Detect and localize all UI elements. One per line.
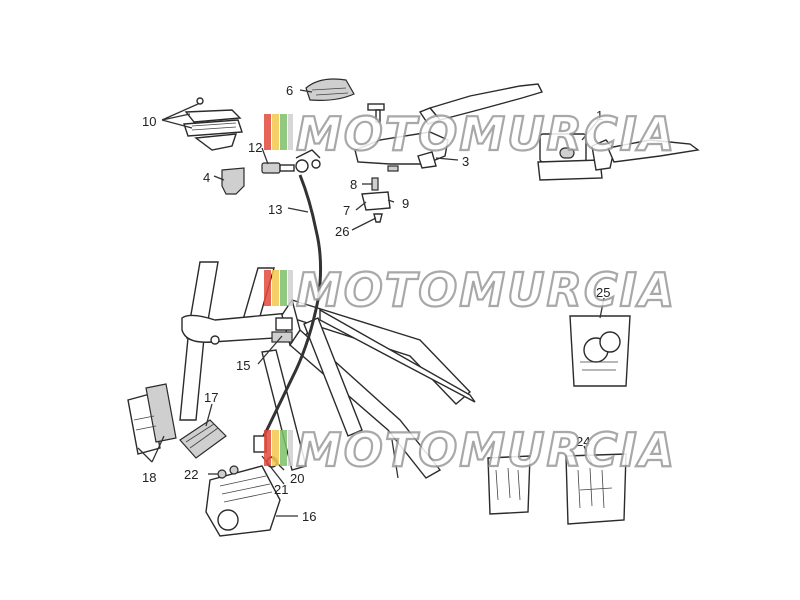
callout-25: 25 xyxy=(596,285,610,300)
lever-grip-pad xyxy=(305,78,355,101)
watermark-stripes xyxy=(264,114,293,150)
pad-spring xyxy=(179,419,227,459)
small-cap-part xyxy=(221,167,245,195)
watermark-bottom: MOTOMURCIA xyxy=(264,422,676,478)
callout-24: 24 xyxy=(576,434,590,449)
seal-kit-bag-25 xyxy=(569,315,631,387)
callout-1: 1 xyxy=(596,108,603,123)
callout-16: 16 xyxy=(302,509,316,524)
callout-6: 6 xyxy=(286,83,293,98)
reservoir-cover-parts xyxy=(183,97,243,151)
brake-pads xyxy=(127,383,177,455)
watermark-text: MOTOMURCIA xyxy=(296,107,676,161)
callout-labels: 1 3 4 6 7 8 9 10 12 13 15 16 17 18 20 21… xyxy=(142,83,610,524)
hose-guide-clamp xyxy=(271,317,293,343)
callout-3: 3 xyxy=(462,154,469,169)
watermark-stripes xyxy=(264,270,293,306)
watermark-text: MOTOMURCIA xyxy=(296,423,676,477)
callout-12: 12 xyxy=(248,140,262,155)
callout-13: 13 xyxy=(268,202,282,217)
brake-hose xyxy=(253,174,323,453)
screw-part xyxy=(217,469,227,479)
callout-9: 9 xyxy=(402,196,409,211)
callout-18: 18 xyxy=(142,470,156,485)
watermark-text: MOTOMURCIA xyxy=(296,263,676,317)
brake-caliper xyxy=(205,456,281,537)
master-cylinder-right xyxy=(537,133,700,181)
watermark-middle: MOTOMURCIA xyxy=(264,262,676,318)
seal-kit-bag-24 xyxy=(565,453,627,525)
watermark-top: MOTOMURCIA xyxy=(264,106,676,162)
callout-26: 26 xyxy=(335,224,349,239)
callout-10: 10 xyxy=(142,114,156,129)
frame-structure xyxy=(179,261,476,479)
callout-20: 20 xyxy=(290,471,304,486)
callout-17: 17 xyxy=(204,390,218,405)
watermark-stripes xyxy=(264,430,293,466)
callout-leaders xyxy=(137,89,605,517)
master-cylinder-lever-assembly xyxy=(354,83,543,172)
callout-8: 8 xyxy=(350,177,357,192)
callout-7: 7 xyxy=(343,203,350,218)
banjo-bolt-fitting xyxy=(261,149,321,174)
callout-4: 4 xyxy=(203,170,210,185)
callout-15: 15 xyxy=(236,358,250,373)
callout-21: 21 xyxy=(274,482,288,497)
callout-22: 22 xyxy=(184,467,198,482)
seal-kit-bag-small xyxy=(487,455,531,515)
